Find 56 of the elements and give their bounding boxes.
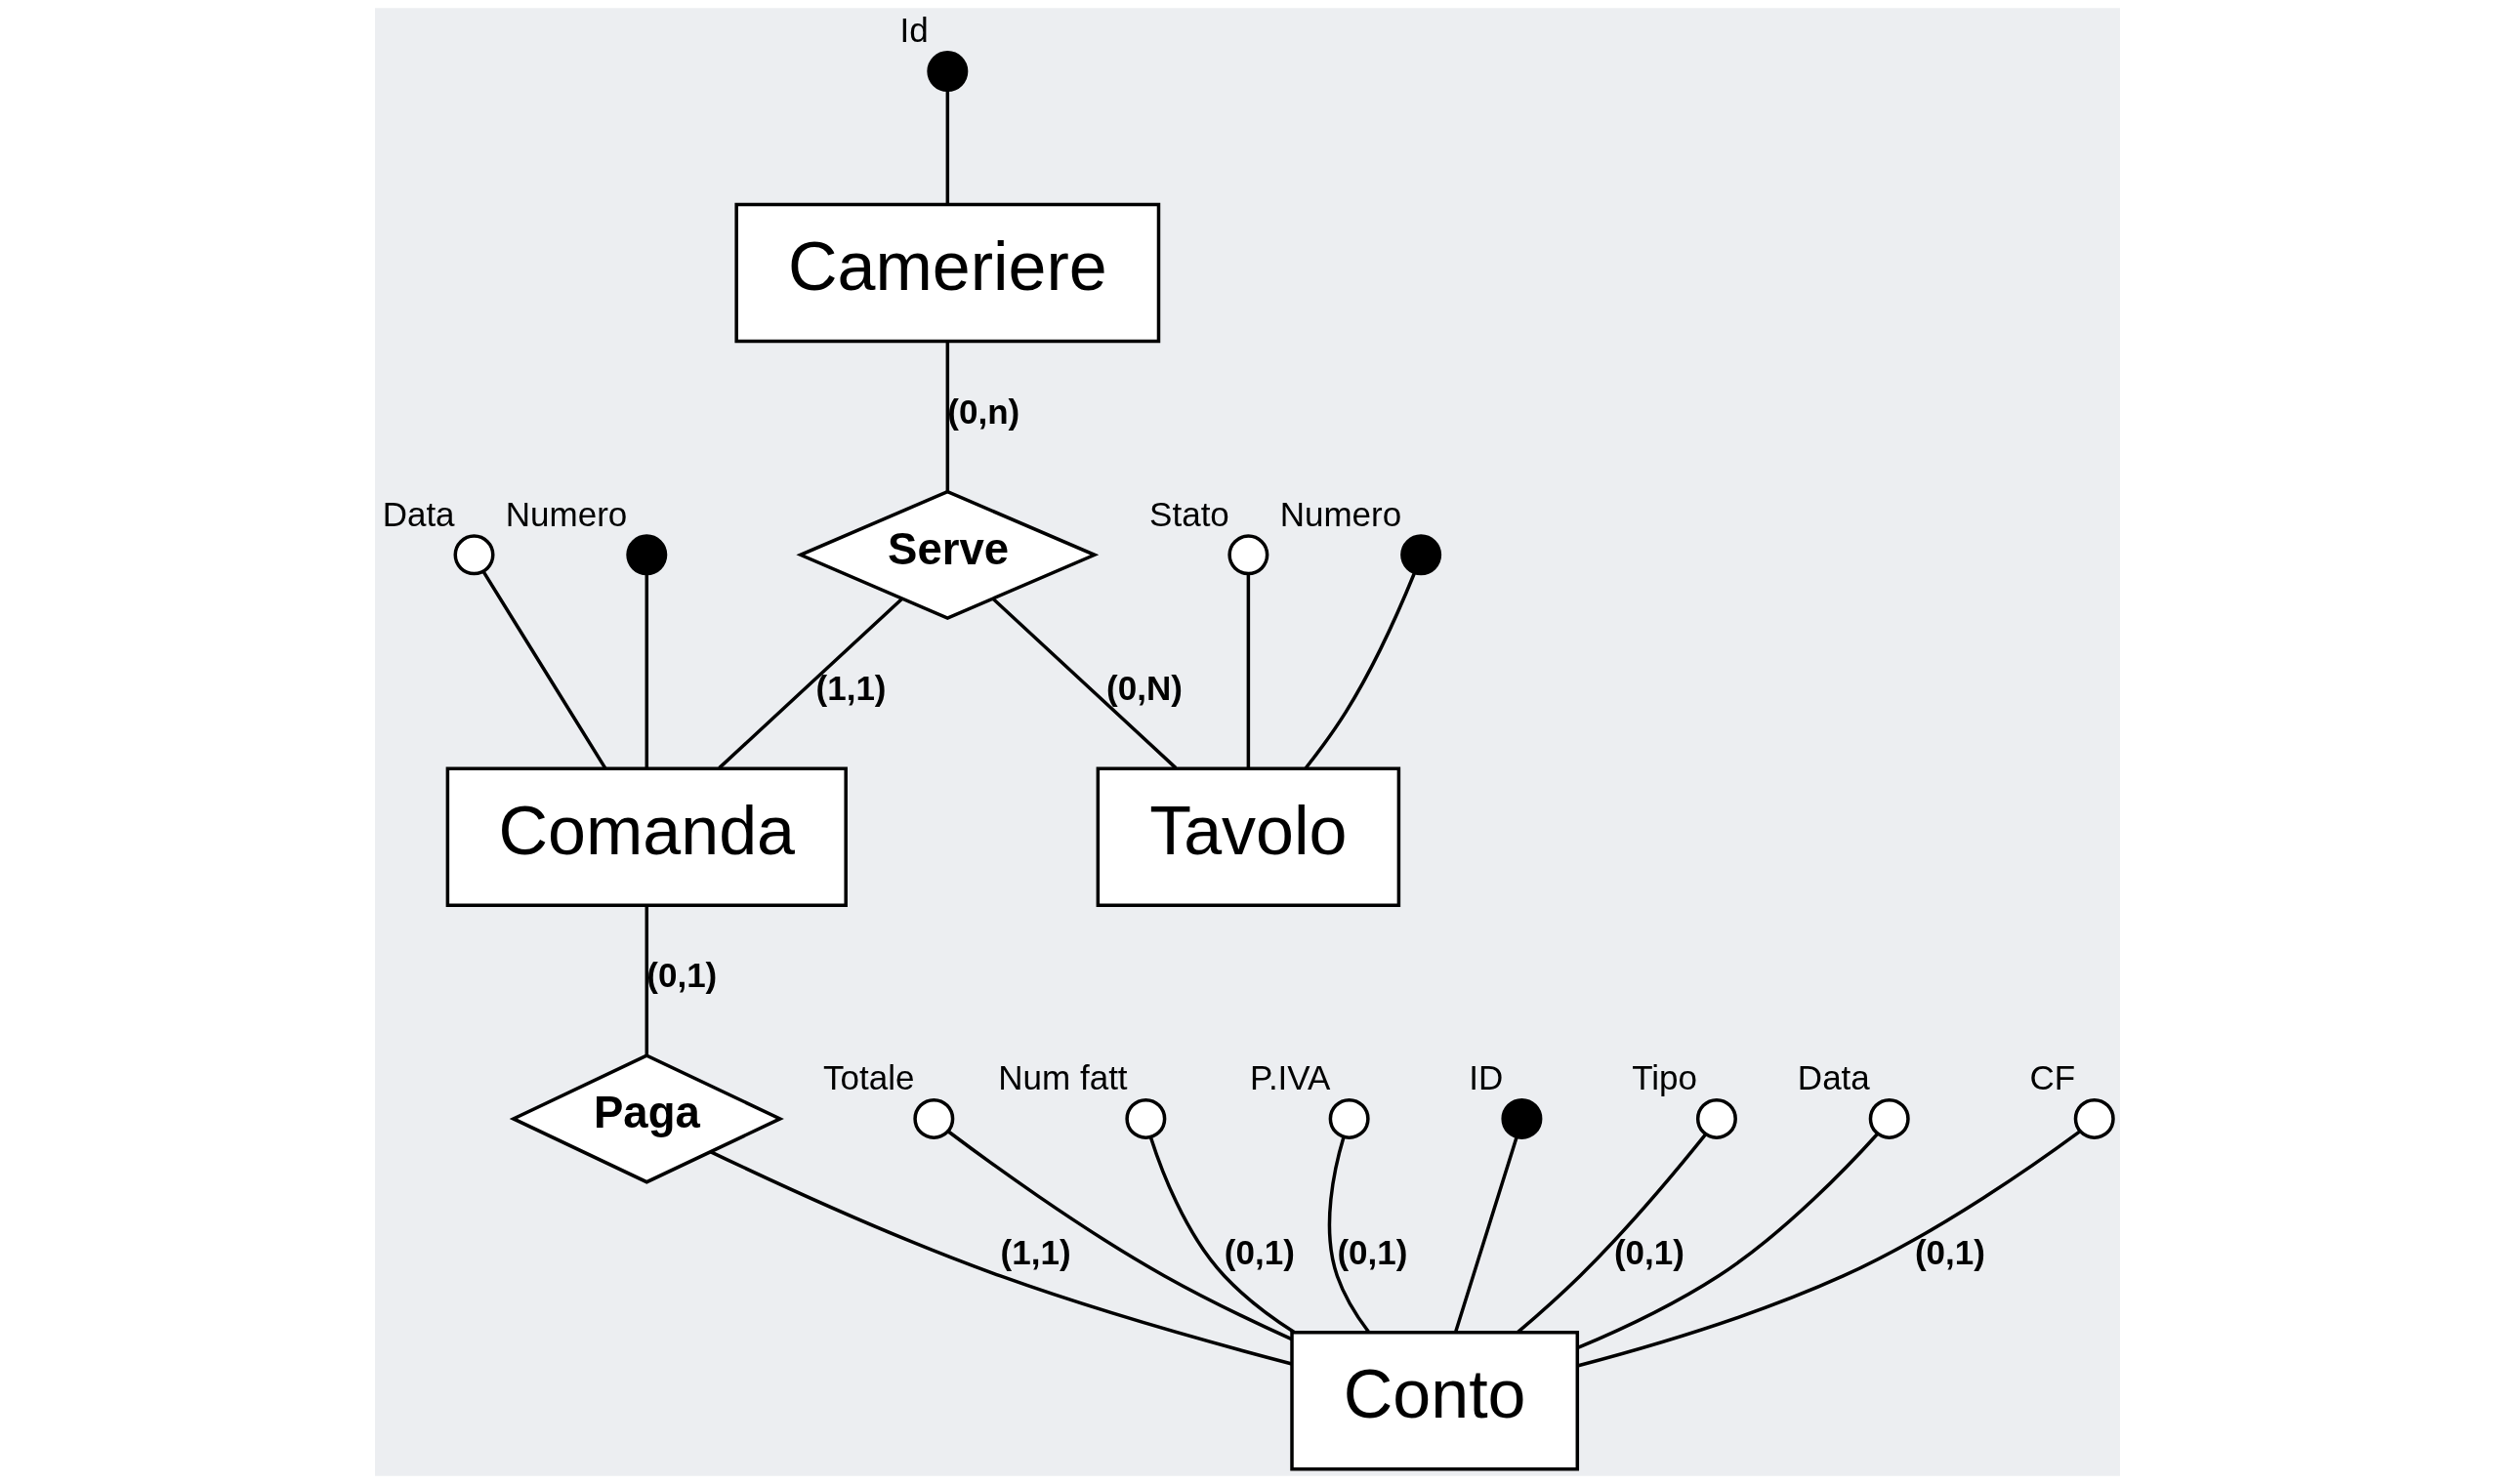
connector	[947, 1130, 1293, 1341]
node-circle	[1227, 534, 1269, 576]
node-label: Num fatt	[998, 1058, 1128, 1097]
connector	[1246, 573, 1251, 768]
node-circle	[1328, 1097, 1370, 1139]
connector	[645, 905, 649, 1055]
node-label: Data	[382, 494, 455, 533]
node-circle	[1501, 1097, 1543, 1139]
node-diamond: Paga	[509, 1053, 784, 1184]
edge-label: (0,N)	[1106, 669, 1183, 708]
connector	[1453, 1136, 1518, 1333]
node-label: P.IVA	[1250, 1058, 1331, 1097]
edge-label: (0,n)	[947, 392, 1020, 431]
node-circle	[453, 534, 495, 576]
connector	[945, 90, 950, 205]
connector	[1148, 1136, 1296, 1335]
edge-label: (0,1)	[1914, 1232, 1985, 1271]
node-box: Tavolo	[1096, 766, 1401, 907]
node-box: Cameriere	[734, 202, 1161, 344]
connector	[645, 573, 649, 768]
node-label: Totale	[823, 1058, 915, 1097]
connector	[1577, 1133, 1880, 1349]
connector	[718, 598, 903, 769]
node-circle	[1695, 1097, 1737, 1139]
connector	[945, 341, 950, 492]
node-label: ID	[1469, 1058, 1504, 1097]
connector	[1517, 1133, 1707, 1334]
connector	[991, 598, 1178, 769]
edge-label: (0,1)	[1337, 1232, 1408, 1271]
connector	[1304, 571, 1417, 769]
node-label: CF	[2029, 1058, 2076, 1097]
node-box: Conto	[1290, 1330, 1580, 1471]
node-circle	[2073, 1097, 2115, 1139]
node-circle	[913, 1097, 955, 1139]
node-circle	[1868, 1097, 1910, 1139]
node-label: Tipo	[1632, 1058, 1697, 1097]
connector	[1576, 1130, 2081, 1368]
edge-label: (1,1)	[1000, 1232, 1071, 1271]
node-label: Id	[899, 11, 929, 50]
edge-label: (0,1)	[1613, 1232, 1684, 1271]
node-diamond: Serve	[796, 489, 1100, 620]
node-box: Comanda	[445, 766, 848, 907]
node-label: Stato	[1149, 494, 1229, 533]
edge-label: (0,1)	[646, 956, 718, 995]
node-label: Numero	[505, 494, 628, 533]
connector	[1327, 1136, 1370, 1334]
edge-label: (1,1)	[815, 669, 887, 708]
node-circle	[1125, 1097, 1167, 1139]
edge-label: (0,1)	[1224, 1232, 1295, 1271]
node-label: Data	[1797, 1058, 1870, 1097]
connector	[710, 1150, 1293, 1366]
node-label: Numero	[1279, 494, 1402, 533]
node-circle	[927, 51, 969, 93]
node-circle	[626, 534, 668, 576]
connector	[481, 570, 607, 769]
node-circle	[1400, 534, 1442, 576]
